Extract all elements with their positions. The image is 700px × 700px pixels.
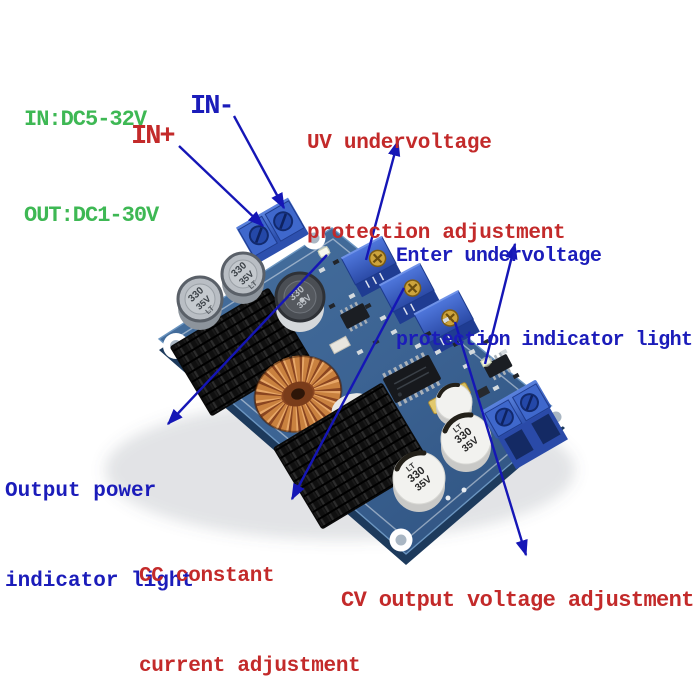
output-terminal-block bbox=[481, 380, 568, 470]
label-line: CC constant bbox=[139, 565, 275, 588]
label-cv-adjust: CV output voltage adjustment bbox=[341, 588, 694, 613]
label-output-power-light: Output power indicator light bbox=[5, 417, 194, 657]
arrow-enter-uv-light bbox=[483, 242, 518, 365]
label-line: protection adjustment bbox=[307, 222, 566, 245]
arrow-in-plus bbox=[178, 145, 265, 227]
label-uv-adjust: UV undervoltage protection adjustment bbox=[307, 69, 566, 309]
label-in-plus: IN+ bbox=[131, 122, 176, 152]
label-line: protection indicator light bbox=[396, 329, 693, 352]
smd-components bbox=[318, 258, 520, 508]
arrow-cv-adjust bbox=[453, 321, 528, 557]
input-filter-capacitor: 330 35V LT bbox=[176, 275, 224, 330]
spec-input-range: IN:DC5-32V bbox=[24, 107, 147, 132]
cc-trimmer-pot bbox=[378, 262, 441, 325]
label-line: indicator light bbox=[5, 570, 195, 593]
annotation-arrows bbox=[167, 115, 528, 557]
label-in-minus: IN- bbox=[190, 92, 235, 122]
arrow-cc-adjust bbox=[290, 287, 406, 501]
output-filter-capacitor: 330 35V LT bbox=[440, 412, 492, 472]
spec-note: IN:DC5-32V OUT:DC1-30V bbox=[24, 40, 159, 296]
label-cc-adjust: CC constant current adjustment bbox=[139, 502, 361, 700]
label-line: Enter undervoltage bbox=[396, 245, 602, 268]
sot23-transistor bbox=[475, 385, 491, 399]
arrow-in-minus bbox=[232, 115, 286, 210]
uv-trimmer-pot bbox=[340, 235, 403, 298]
arrow-uv-adjust bbox=[364, 139, 401, 261]
label-line: current adjustment bbox=[139, 655, 361, 678]
small-ic-chip bbox=[483, 351, 513, 381]
label-line: UV undervoltage bbox=[307, 132, 492, 155]
toroid-inductor bbox=[253, 355, 343, 433]
arrow-output-power-light bbox=[167, 254, 328, 426]
label-line: Output power bbox=[5, 480, 157, 503]
label-enter-uv-light: Enter undervoltage protection indicator … bbox=[396, 187, 693, 411]
mounting-hole bbox=[389, 528, 413, 552]
mounting-hole bbox=[302, 226, 326, 250]
input-filter-capacitor: 330 35V LT bbox=[220, 251, 266, 304]
spec-output-range: OUT:DC1-30V bbox=[24, 203, 159, 228]
main-ic-chip bbox=[382, 351, 442, 407]
output-filter-capacitor bbox=[435, 382, 473, 426]
current-sense-resistor bbox=[329, 335, 351, 355]
output-filter-capacitor: 330 35V LT bbox=[392, 450, 446, 512]
